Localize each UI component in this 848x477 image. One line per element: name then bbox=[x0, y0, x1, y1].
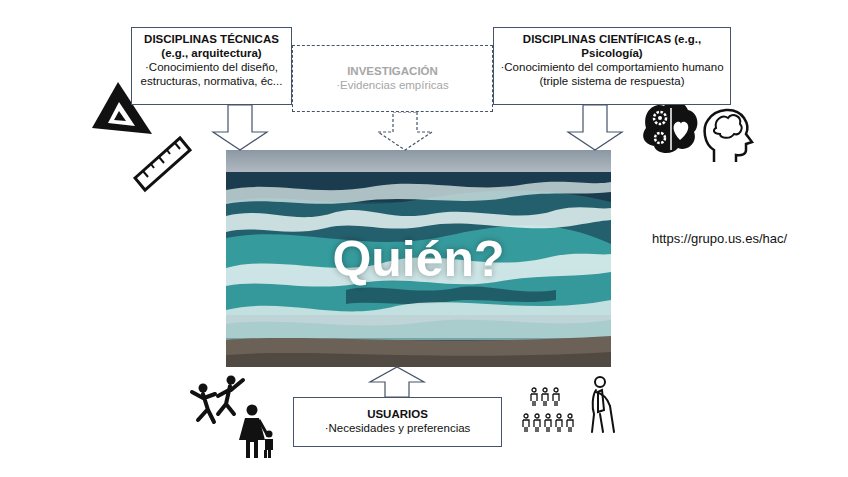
node-heading: DISCIPLINAS TÉCNICAS (e.g., arquitectura… bbox=[137, 32, 286, 60]
ocean-photo bbox=[226, 150, 611, 367]
brain-gear-heart-icon-part bbox=[655, 133, 665, 143]
brain-gear-heart-icon-part bbox=[674, 122, 689, 140]
elder-cane-icon-part bbox=[610, 406, 614, 432]
node-body-text: ·Necesidades y preferencias bbox=[300, 421, 495, 435]
discipline-box: DISCIPLINAS CIENTÍFICAS (e.g., Psicologí… bbox=[493, 27, 731, 105]
discipline-box: DISCIPLINAS TÉCNICAS (e.g., arquitectura… bbox=[131, 27, 292, 105]
ocean-photo-part bbox=[226, 320, 611, 340]
crowd-icon-part-part bbox=[554, 388, 558, 392]
ruler-icon-part bbox=[167, 150, 170, 154]
set-square-icon-part bbox=[114, 111, 126, 121]
crowd-icon-part bbox=[534, 414, 540, 432]
head-brain-icon bbox=[705, 110, 752, 162]
dancing-people-icon-part bbox=[227, 376, 236, 385]
crowd-icon-part bbox=[553, 388, 559, 406]
ruler-icon-part bbox=[175, 143, 180, 149]
crowd-icon-part-part bbox=[531, 394, 537, 406]
crowd-icon-part-part bbox=[542, 394, 548, 406]
research-box: INVESTIGACIÓN·Evidencias empíricas bbox=[292, 45, 493, 112]
crowd-icon-part bbox=[567, 414, 573, 432]
ocean-photo-part bbox=[346, 286, 556, 304]
brain-gear-heart-icon bbox=[643, 101, 697, 153]
head-brain-icon-part bbox=[714, 115, 742, 138]
ocean-photo-part bbox=[226, 150, 611, 367]
mother-child-icon-part bbox=[247, 405, 258, 416]
block-arrow bbox=[568, 105, 622, 150]
set-square-icon-part bbox=[108, 102, 135, 126]
node-body-text: ·Conocimiento del comportamiento humano … bbox=[500, 60, 724, 88]
crowd-icon-part-part bbox=[557, 414, 561, 418]
node-heading: DISCIPLINAS CIENTÍFICAS (e.g., Psicologí… bbox=[500, 32, 724, 60]
crowd-icon-part-part bbox=[545, 420, 551, 432]
block-arrow bbox=[370, 367, 424, 397]
ocean-photo-part bbox=[226, 207, 611, 232]
mother-child-icon-part bbox=[264, 439, 273, 458]
node-body-text: ·Conocimiento del diseño, estructuras, n… bbox=[137, 60, 286, 88]
dancing-people-icon bbox=[192, 376, 243, 423]
node-heading: INVESTIGACIÓN bbox=[299, 64, 486, 78]
block-arrow bbox=[213, 105, 267, 150]
ruler-icon-part bbox=[151, 164, 154, 168]
dancing-people-icon-part bbox=[192, 392, 215, 422]
ocean-photo-part bbox=[226, 182, 611, 204]
node-heading: USUARIOS bbox=[300, 407, 495, 421]
crowd-icon-part bbox=[542, 388, 548, 406]
central-photo-node: Quién? bbox=[226, 150, 611, 367]
crowd-icon-part-part bbox=[556, 420, 562, 432]
dancing-people-icon-part bbox=[199, 384, 208, 393]
crowd-icon-part-part bbox=[523, 420, 529, 432]
elder-cane-icon-part bbox=[595, 377, 605, 387]
brain-gear-heart-icon-part bbox=[654, 112, 666, 124]
dancing-people-icon-part bbox=[218, 380, 243, 414]
users-box: USUARIOS·Necesidades y preferencias bbox=[293, 397, 502, 447]
ocean-photo-part bbox=[226, 336, 611, 367]
ocean-photo-part bbox=[226, 225, 611, 315]
crowd-icon-part-part bbox=[534, 420, 540, 432]
ocean-photo-part bbox=[226, 352, 611, 367]
head-brain-icon-part bbox=[705, 110, 752, 162]
crowd-icon-part-part bbox=[543, 388, 547, 392]
mother-child-icon-part bbox=[266, 431, 273, 438]
crowd-icon-part-part bbox=[546, 414, 550, 418]
block-arrow bbox=[378, 112, 432, 150]
brain-gear-heart-icon-part bbox=[643, 101, 697, 153]
node-heading: Quién? bbox=[332, 230, 504, 288]
crowd-icon-part-part bbox=[535, 414, 539, 418]
crowd-icon-part-part bbox=[553, 394, 559, 406]
crowd-icon bbox=[523, 388, 573, 432]
crowd-icon-part-part bbox=[524, 414, 528, 418]
crowd-icon-part-part bbox=[568, 414, 572, 418]
elder-cane-icon-part bbox=[598, 390, 604, 412]
crowd-icon-part bbox=[556, 414, 562, 432]
crowd-icon-part-part bbox=[532, 388, 536, 392]
elder-cane-icon bbox=[592, 377, 614, 432]
ocean-photo-part bbox=[226, 150, 611, 174]
ruler-icon-part bbox=[159, 157, 164, 163]
node-body-text: ·Evidencias empíricas bbox=[299, 78, 486, 92]
brain-gear-heart-icon-part bbox=[670, 108, 672, 150]
crowd-icon-part-part bbox=[567, 420, 573, 432]
crowd-icon-part bbox=[531, 388, 537, 406]
elder-cane-icon-part bbox=[592, 390, 610, 432]
mother-child-icon bbox=[239, 405, 273, 459]
crowd-icon-part bbox=[545, 414, 551, 432]
url-label: https://grupo.us.es/hac/ bbox=[652, 231, 787, 247]
ruler-icon-part bbox=[135, 138, 190, 190]
crowd-icon-part bbox=[523, 414, 529, 432]
ruler-icon bbox=[135, 138, 190, 190]
brain-gear-heart-icon-part bbox=[658, 116, 662, 120]
ruler-icon-part bbox=[143, 171, 148, 177]
